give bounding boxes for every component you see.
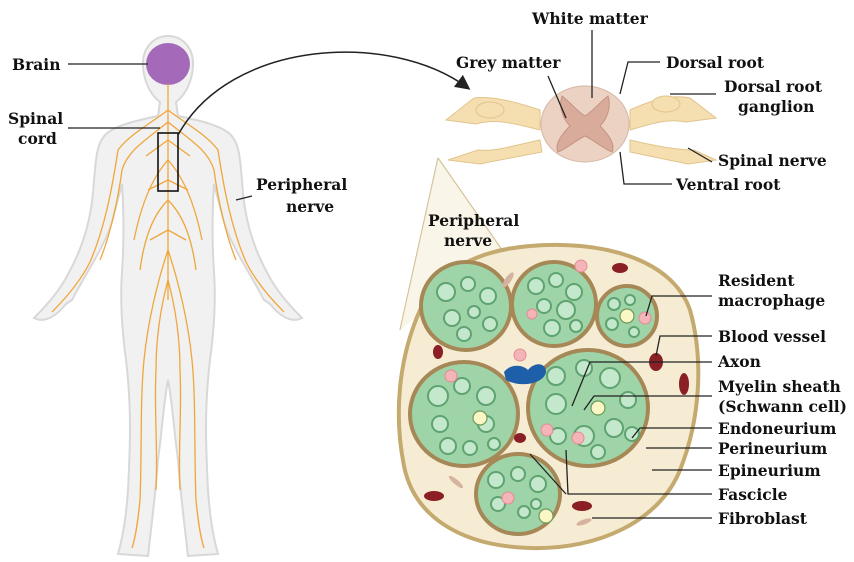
label-endoneurium: Endoneurium xyxy=(718,419,837,438)
label-epineurium: Epineurium xyxy=(718,461,821,480)
label-myelin-sheath-2: (Schwann cell) xyxy=(718,397,847,416)
label-peripheral-nerve-body-1: Peripheral xyxy=(256,175,347,194)
left-ganglion xyxy=(476,102,504,118)
label-perineurium: Perineurium xyxy=(718,439,828,458)
brain-shape xyxy=(146,43,190,85)
spinal-cord-cross-section xyxy=(446,86,716,164)
label-ventral-root: Ventral root xyxy=(675,175,781,194)
human-body-figure xyxy=(34,36,302,556)
label-drg-1: Dorsal root xyxy=(724,77,823,96)
zoom-arrow xyxy=(178,52,468,135)
label-blood-vessel: Blood vessel xyxy=(718,327,826,346)
label-peripheral-nerve-cs-1: Peripheral xyxy=(428,211,519,230)
leader-dorsal-root xyxy=(620,62,660,94)
label-spinal-cord-1: Spinal xyxy=(8,109,63,128)
label-brain: Brain xyxy=(12,55,60,74)
label-resident-macrophage-1: Resident xyxy=(718,271,795,290)
right-ganglion xyxy=(652,96,680,112)
label-fascicle: Fascicle xyxy=(718,485,788,504)
label-white-matter: White matter xyxy=(531,9,649,28)
label-grey-matter: Grey matter xyxy=(456,53,561,72)
label-drg-2: ganglion xyxy=(738,97,814,116)
label-peripheral-nerve-cs-2: nerve xyxy=(444,231,492,250)
label-peripheral-nerve-body-2: nerve xyxy=(286,197,334,216)
label-axon: Axon xyxy=(717,352,761,371)
label-spinal-cord-2: cord xyxy=(18,129,57,148)
label-myelin-sheath-1: Myelin sheath xyxy=(718,377,841,396)
label-dorsal-root: Dorsal root xyxy=(666,53,765,72)
label-spinal-nerve: Spinal nerve xyxy=(718,151,827,170)
label-resident-macrophage-2: macrophage xyxy=(718,291,825,310)
label-fibroblast: Fibroblast xyxy=(718,509,808,528)
